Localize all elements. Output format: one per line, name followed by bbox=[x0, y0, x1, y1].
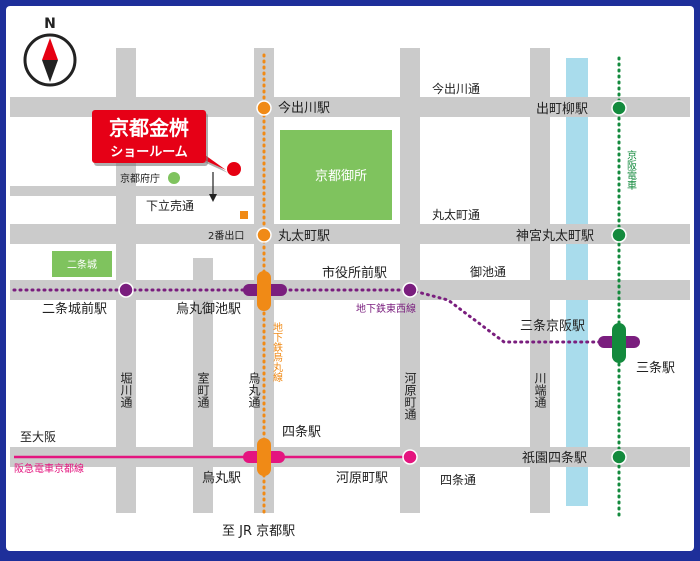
compass-north-label: N bbox=[44, 16, 56, 32]
compass-needle-south-icon bbox=[42, 60, 58, 82]
compass: N bbox=[23, 16, 77, 87]
road-muromachi bbox=[193, 258, 213, 513]
road-kawabata bbox=[530, 48, 550, 513]
oike-transfer-v bbox=[257, 271, 271, 311]
street-karasuma-label: 烏丸通 bbox=[247, 372, 261, 408]
street-shijo-label: 四条通 bbox=[440, 473, 476, 487]
compass-needle-north-icon bbox=[42, 38, 58, 60]
imperial-palace-label: 京都御所 bbox=[315, 169, 367, 184]
showroom-title: 京都金桝 bbox=[109, 116, 189, 140]
street-kawabata-label: 川端通 bbox=[533, 372, 547, 408]
street-imadegawa-label: 今出川通 bbox=[432, 81, 480, 96]
showroom-callout: 京都金桝 ショールーム bbox=[92, 110, 226, 170]
nijo-castle-label: 二条城 bbox=[67, 258, 97, 271]
callout-box bbox=[92, 110, 206, 163]
station-karasuma-oike-label: 烏丸御池駅 bbox=[176, 301, 241, 317]
station-sanjo-label: 三条駅 bbox=[636, 360, 675, 376]
prefecture-office-marker bbox=[168, 172, 180, 184]
showroom-location-marker bbox=[227, 162, 241, 176]
station-marutamachi-label: 丸太町駅 bbox=[278, 229, 330, 244]
station-shijo-label: 四条駅 bbox=[282, 424, 321, 440]
station-kawaramachi-dot bbox=[402, 449, 418, 465]
tozai-line-label: 地下鉄東西線 bbox=[356, 302, 416, 315]
station-nijojo-mae-label: 二条城前駅 bbox=[42, 301, 107, 317]
direction-kyoto-station-label: 至 JR 京都駅 bbox=[222, 524, 295, 539]
road-kawaramachi bbox=[400, 48, 420, 513]
prefecture-office-label: 京都府庁 bbox=[120, 172, 160, 185]
direction-osaka-label: 至大阪 bbox=[20, 430, 56, 444]
sanjo-transfer-v bbox=[612, 323, 626, 363]
street-oike-label: 御池通 bbox=[470, 264, 506, 279]
station-imadegawa-label: 今出川駅 bbox=[278, 100, 330, 116]
station-marutamachi-dot bbox=[256, 227, 272, 243]
shijo-transfer-v bbox=[257, 438, 271, 476]
station-imadegawa-dot bbox=[256, 100, 272, 116]
station-gion-shijo-label: 祇園四条駅 bbox=[522, 450, 587, 466]
keihan-line-label: 京阪電車 bbox=[625, 149, 637, 191]
station-sanjo-keihan-label: 三条京阪駅 bbox=[520, 318, 585, 334]
station-jingu-marutamachi-dot bbox=[611, 227, 627, 243]
showroom-subtitle: ショールーム bbox=[110, 145, 188, 160]
station-karasuma-label: 烏丸駅 bbox=[202, 470, 241, 486]
station-nijojo-mae-dot bbox=[118, 282, 134, 298]
exit2-marker bbox=[240, 211, 248, 219]
street-horikawa-label: 堀川通 bbox=[119, 371, 133, 408]
station-demachiyanagi-dot bbox=[611, 100, 627, 116]
nijo-castle-area bbox=[52, 251, 112, 277]
station-demachiyanagi-label: 出町柳駅 bbox=[536, 102, 588, 117]
station-gion-shijo-dot bbox=[611, 449, 627, 465]
street-muromachi-label: 室町通 bbox=[196, 371, 210, 408]
hankyu-line-label: 阪急電車京都線 bbox=[14, 462, 84, 475]
imperial-palace-area bbox=[280, 130, 392, 220]
station-kawaramachi-label: 河原町駅 bbox=[336, 471, 388, 486]
exit2-label: 2番出口 bbox=[208, 229, 244, 242]
station-jingu-marutamachi-label: 神宮丸太町駅 bbox=[516, 228, 594, 244]
road-marutamachi bbox=[10, 224, 690, 244]
road-horikawa bbox=[116, 48, 136, 513]
street-shimodachiuri-label: 下立売通 bbox=[146, 198, 194, 213]
street-kawaramachi-label: 河原町通 bbox=[403, 372, 417, 420]
station-shiyakusho-mae-dot bbox=[402, 282, 418, 298]
street-marutamachi-label: 丸太町通 bbox=[432, 207, 480, 222]
karasuma-line-label: 地下鉄烏丸線 bbox=[271, 321, 283, 382]
station-shiyakusho-mae-label: 市役所前駅 bbox=[322, 265, 387, 281]
